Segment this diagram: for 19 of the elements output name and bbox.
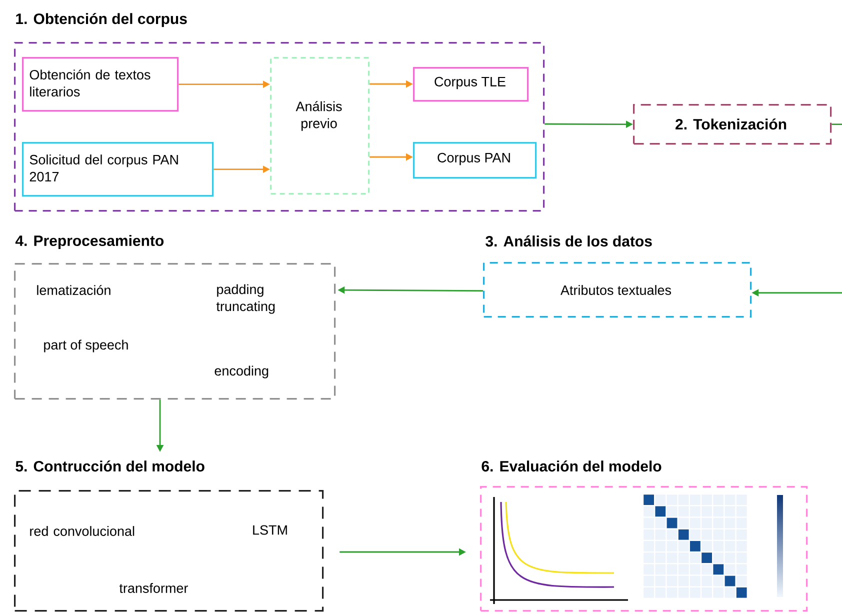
step-box: 2. Tokenización bbox=[633, 104, 832, 145]
heading: 5. Contrucción del modelo bbox=[16, 460, 204, 472]
output-box: Corpus PAN bbox=[413, 142, 537, 179]
box-text: transformer bbox=[119, 583, 188, 593]
heading: 4. Preprocesamiento bbox=[15, 235, 164, 249]
box-text: LSTM bbox=[253, 525, 287, 535]
process-box: Obtención de textos literarios bbox=[22, 57, 179, 112]
box-text: Atributos textuales bbox=[560, 285, 672, 295]
heading: 3. Análisis de los datos bbox=[486, 235, 652, 247]
heading: 1. Obtención del corpus bbox=[16, 12, 187, 28]
box-text: part of speech bbox=[44, 340, 128, 352]
box-text: red convolucional bbox=[30, 526, 134, 536]
box-text: encoding bbox=[214, 366, 268, 378]
heading: 6. Evaluación del modelo bbox=[482, 460, 662, 472]
box-text: lematización bbox=[37, 284, 110, 296]
output-box: Corpus TLE bbox=[413, 67, 529, 102]
process-box: Análisis previo bbox=[270, 57, 370, 195]
box-text: padding truncating bbox=[216, 284, 275, 314]
process-box: Solicitud del corpus PAN 2017 bbox=[22, 142, 214, 197]
